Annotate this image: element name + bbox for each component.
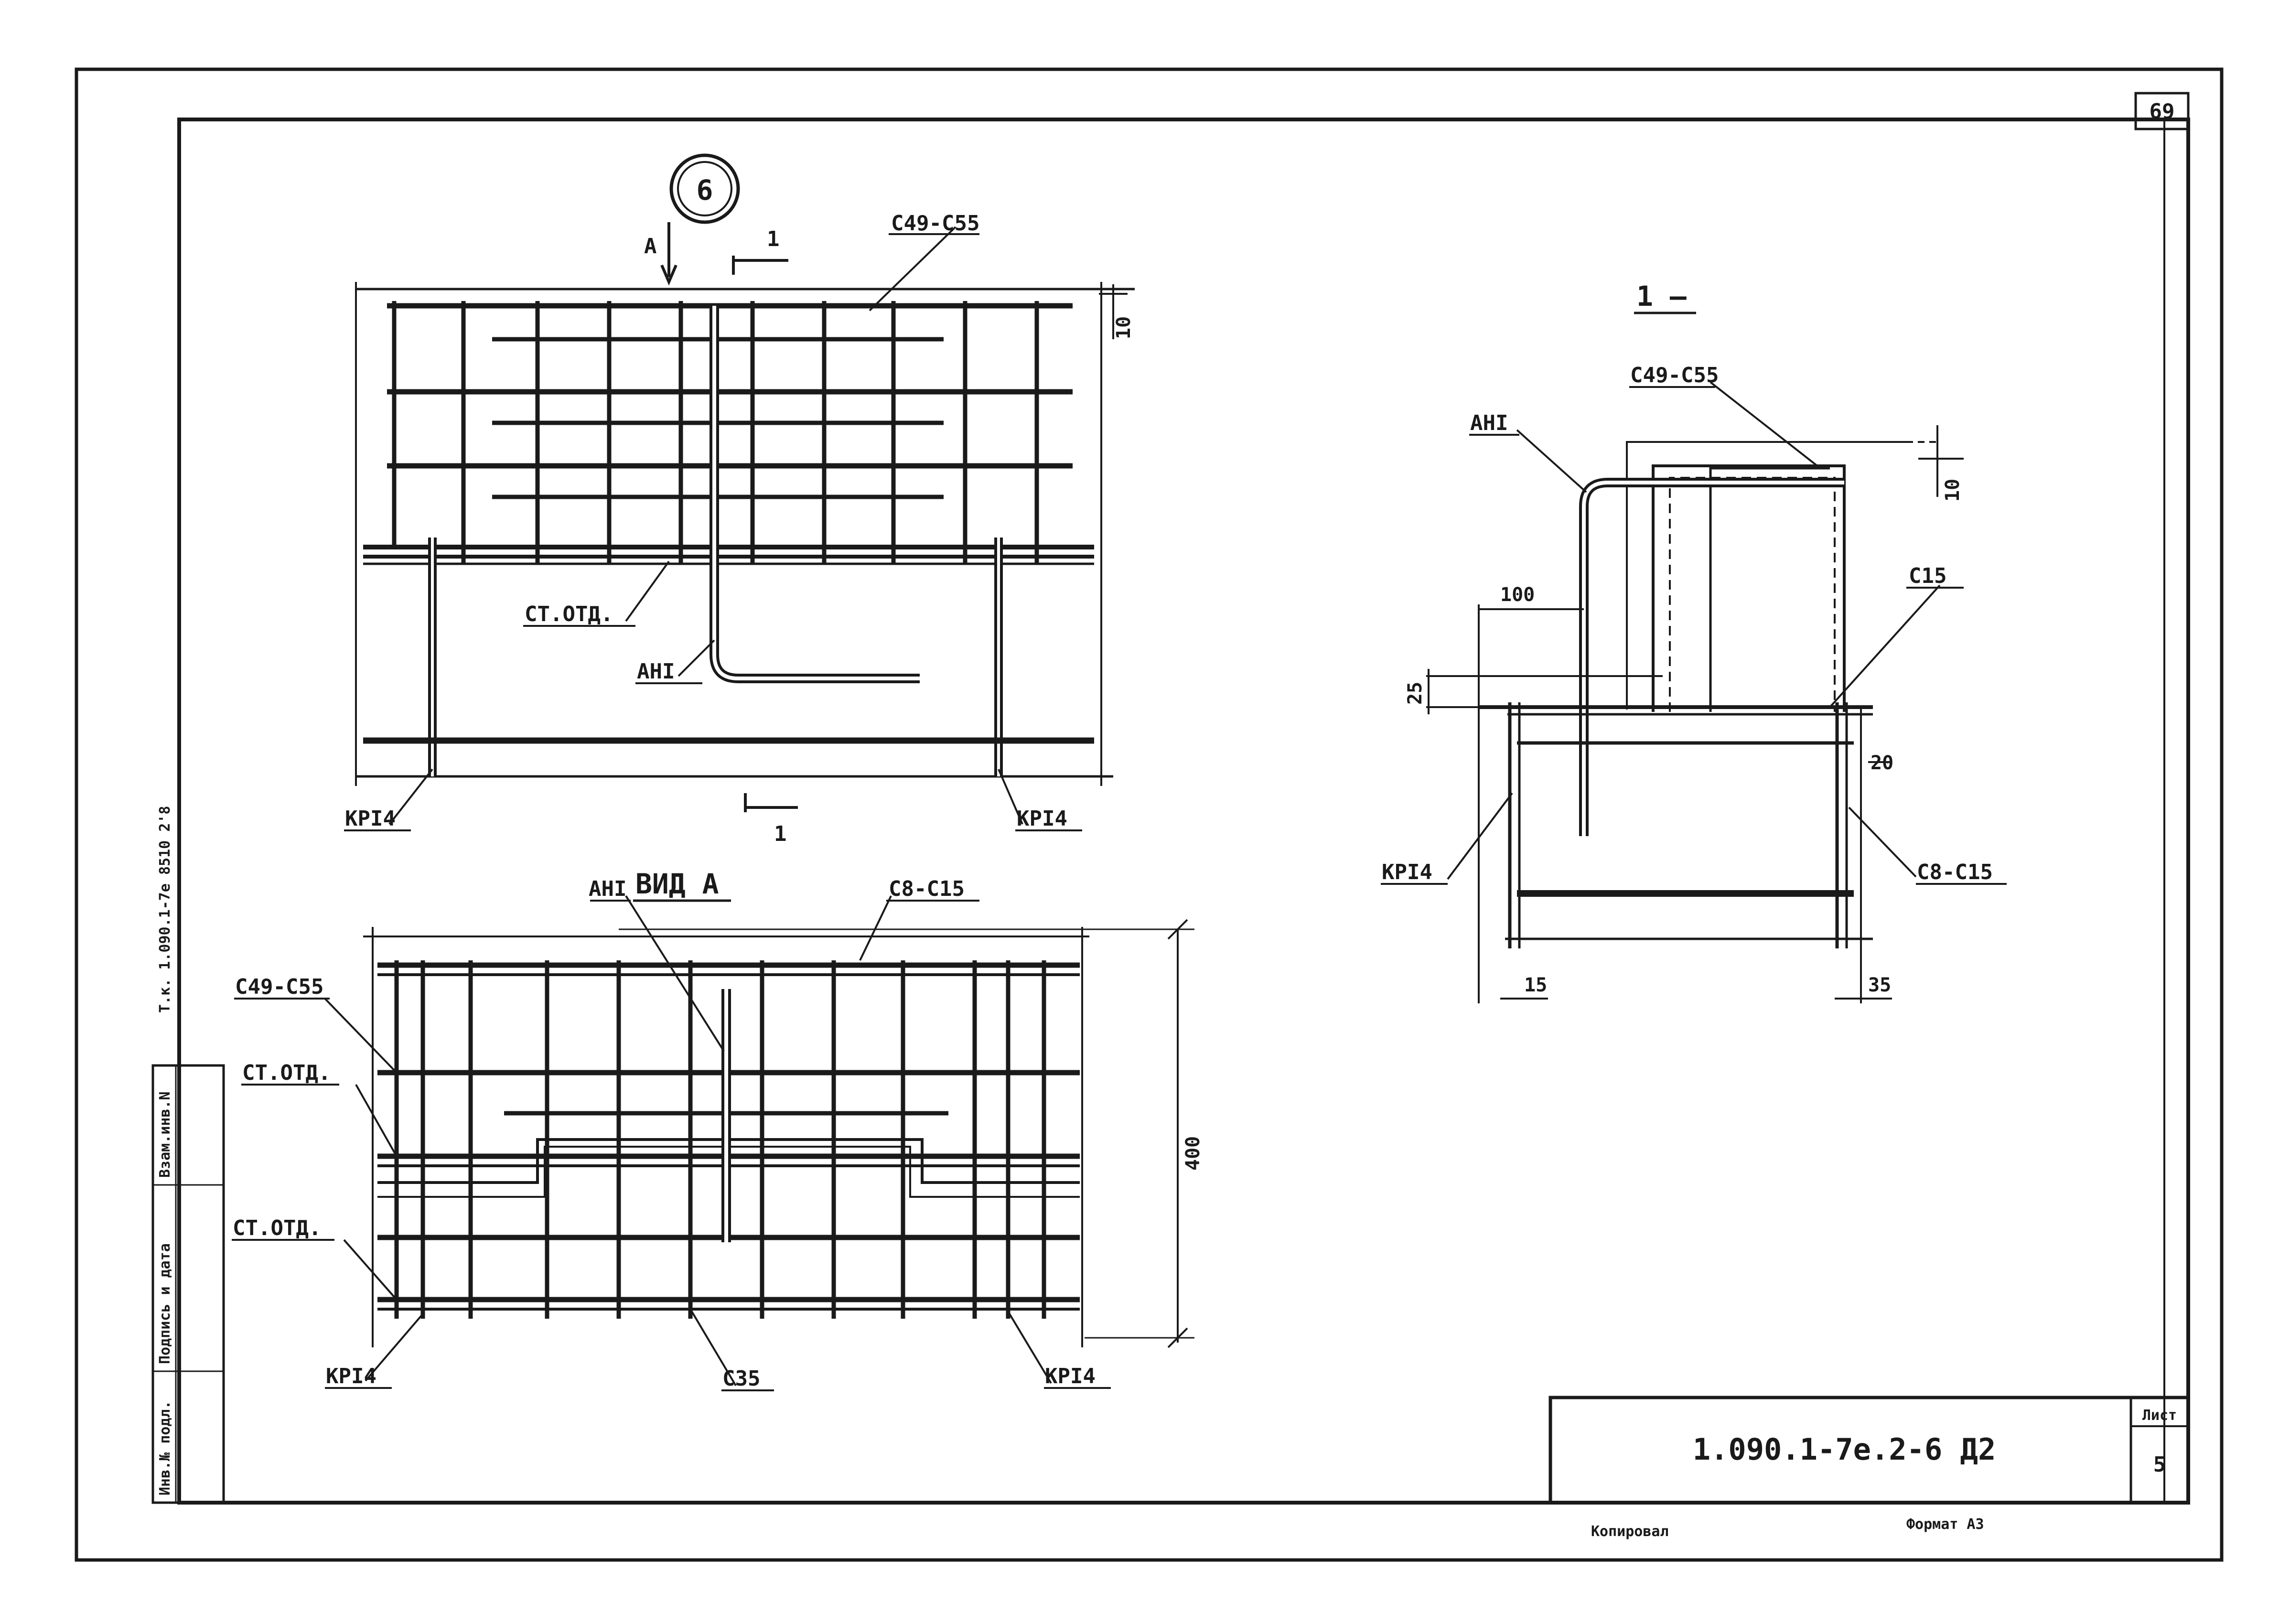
label-ani-section: АНI (1470, 411, 1508, 435)
label-c8-c15-view-a: С8-С15 (889, 877, 965, 901)
section-mark-top: 1 (767, 227, 780, 251)
label-ani-top: АНI (637, 659, 675, 684)
title-block (1548, 1396, 2190, 1505)
label-kri4-left-top: КРI4 (345, 807, 396, 831)
label-c49-c55-view-a: С49-С55 (235, 975, 323, 999)
stamp-col-replace: Взам.инв.N (157, 1091, 173, 1178)
stamp-col-inv: Инв.№ подл. (157, 1400, 173, 1495)
section-1 (1381, 312, 2007, 1003)
sheet-frame (75, 67, 2224, 1562)
dim-400: 400 (1182, 1136, 1204, 1171)
view-arrow-label: А (644, 234, 657, 258)
dim-35: 35 (1868, 974, 1891, 996)
dim-100: 100 (1500, 584, 1535, 606)
label-kri4-left-view-a: КРI4 (326, 1364, 376, 1388)
dim-10-top: 10 (1113, 316, 1135, 339)
label-kri4-section: КРI4 (1382, 860, 1432, 884)
callout-number: 6 (697, 174, 713, 206)
label-c35-view-a: С35 (722, 1366, 760, 1391)
copied-label: Копировал (1591, 1523, 1669, 1540)
label-kri4-right-top: КРI4 (1017, 807, 1067, 831)
section-1-title: 1 – (1636, 280, 1687, 312)
format-label: Формат А3 (1906, 1516, 1984, 1533)
label-st-otd-top: СТ.ОТД. (525, 602, 613, 626)
label-c15-section: С15 (1909, 564, 1946, 588)
dim-20: 20 (1871, 752, 1893, 774)
sheet-number: 5 (2153, 1452, 2166, 1477)
stamp-col-signature: Подпись и дата (157, 1243, 173, 1364)
label-c49-c55-section: С49-С55 (1630, 363, 1719, 387)
detail-callout: 6 (669, 153, 740, 224)
dim-15: 15 (1524, 974, 1547, 996)
label-st-otd-view-a-1: СТ.ОТД. (242, 1061, 331, 1085)
top-view (344, 222, 1135, 831)
corner-number: 69 (2150, 99, 2175, 124)
section-mark-bottom: 1 (774, 822, 787, 846)
view-a (232, 895, 1194, 1391)
label-st-otd-view-a-2: СТ.ОТД. (233, 1216, 321, 1240)
dim-10-section: 10 (1942, 479, 1964, 502)
designation: 1.090.1-7е.2-6 Д2 (1693, 1432, 1996, 1467)
dim-25: 25 (1404, 682, 1426, 705)
label-ani-view-a: АНI (589, 877, 626, 901)
side-note: Т.к. 1.090.1-7е 8510 2'8 (157, 806, 173, 1013)
label-c49-c55-top: С49-С55 (891, 211, 979, 236)
corner-number-box: 69 (2134, 92, 2190, 130)
sheet-label: Лист (2142, 1407, 2177, 1424)
view-a-title: ВИД А (635, 868, 719, 900)
label-kri4-right-view-a: КРI4 (1045, 1364, 1096, 1388)
side-stamp (151, 1064, 225, 1504)
label-c8-c15-section: С8-С15 (1917, 860, 1993, 884)
